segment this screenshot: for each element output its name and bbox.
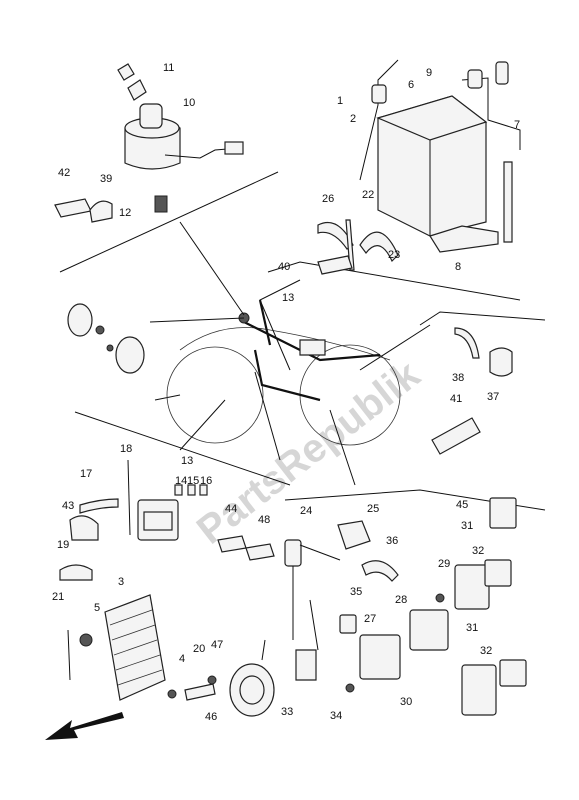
callout-c6: 6 [408, 79, 414, 91]
callout-c47: 47 [211, 639, 223, 651]
callout-c31b: 31 [466, 622, 478, 634]
callout-c37: 37 [487, 391, 499, 403]
callout-c17: 17 [80, 468, 92, 480]
bands [317, 219, 399, 275]
battery [359, 59, 521, 253]
callout-c41: 41 [450, 393, 462, 405]
sensor-assembly [284, 539, 355, 693]
callout-c5: 5 [94, 602, 100, 614]
callout-c31a: 31 [461, 520, 473, 532]
callout-c15: 15 [187, 475, 199, 487]
callout-c23: 23 [388, 249, 400, 261]
callout-c29: 29 [438, 558, 450, 570]
callout-c36: 36 [386, 535, 398, 547]
main-switch [117, 63, 244, 213]
callout-c9: 9 [426, 67, 432, 79]
left-clips [59, 498, 119, 581]
clips-44-48 [217, 535, 275, 561]
callout-c38: 38 [452, 372, 464, 384]
fuse-box [127, 459, 208, 541]
callout-c16: 16 [200, 475, 212, 487]
callout-c8: 8 [455, 261, 461, 273]
callout-c35: 35 [350, 586, 362, 598]
rectifier-regulator [67, 594, 166, 701]
callout-c42: 42 [58, 167, 70, 179]
lamp-assembly [67, 303, 145, 374]
callout-c32b: 32 [480, 645, 492, 657]
callout-c4: 4 [179, 653, 185, 665]
callout-c33: 33 [281, 706, 293, 718]
relays [359, 497, 527, 716]
callout-c12: 12 [119, 207, 131, 219]
callout-c44: 44 [225, 503, 237, 515]
callout-c32a: 32 [472, 545, 484, 557]
callout-c43: 43 [62, 500, 74, 512]
leader-lines [149, 221, 431, 486]
callout-c18: 18 [120, 443, 132, 455]
callout-c19: 19 [57, 539, 69, 551]
callout-c7: 7 [514, 119, 520, 131]
callout-c11: 11 [163, 62, 174, 74]
callout-c1: 1 [337, 95, 343, 107]
callout-c26: 26 [322, 193, 334, 205]
callout-c34: 34 [330, 710, 342, 722]
watermark: PartsRepublik [189, 352, 429, 553]
callout-c40: 40 [278, 261, 290, 273]
callout-c21: 21 [52, 591, 64, 603]
callout-c25: 25 [367, 503, 379, 515]
section-dividers [59, 171, 546, 511]
switches-25-36-35 [337, 520, 399, 634]
callout-c28: 28 [395, 594, 407, 606]
callout-c13b: 13 [181, 455, 193, 467]
callout-c3: 3 [118, 576, 124, 588]
horn [167, 639, 275, 717]
callout-c10: 10 [183, 97, 195, 109]
callout-c39: 39 [100, 173, 112, 185]
callout-c13a: 13 [282, 292, 294, 304]
right-mid-parts [431, 327, 513, 455]
clamps-42-39 [54, 198, 113, 223]
callout-c45: 45 [456, 499, 468, 511]
motorcycle-outline [166, 299, 401, 446]
callout-c14: 14 [175, 475, 187, 487]
callout-c24: 24 [300, 505, 312, 517]
callout-c46: 46 [205, 711, 217, 723]
callout-c30: 30 [400, 696, 412, 708]
callout-c2: 2 [350, 113, 356, 125]
callout-c20: 20 [193, 643, 205, 655]
callout-c22: 22 [362, 189, 374, 201]
callout-c27: 27 [364, 613, 376, 625]
arrow-left-down-icon [45, 712, 124, 740]
callout-c48: 48 [258, 514, 270, 526]
